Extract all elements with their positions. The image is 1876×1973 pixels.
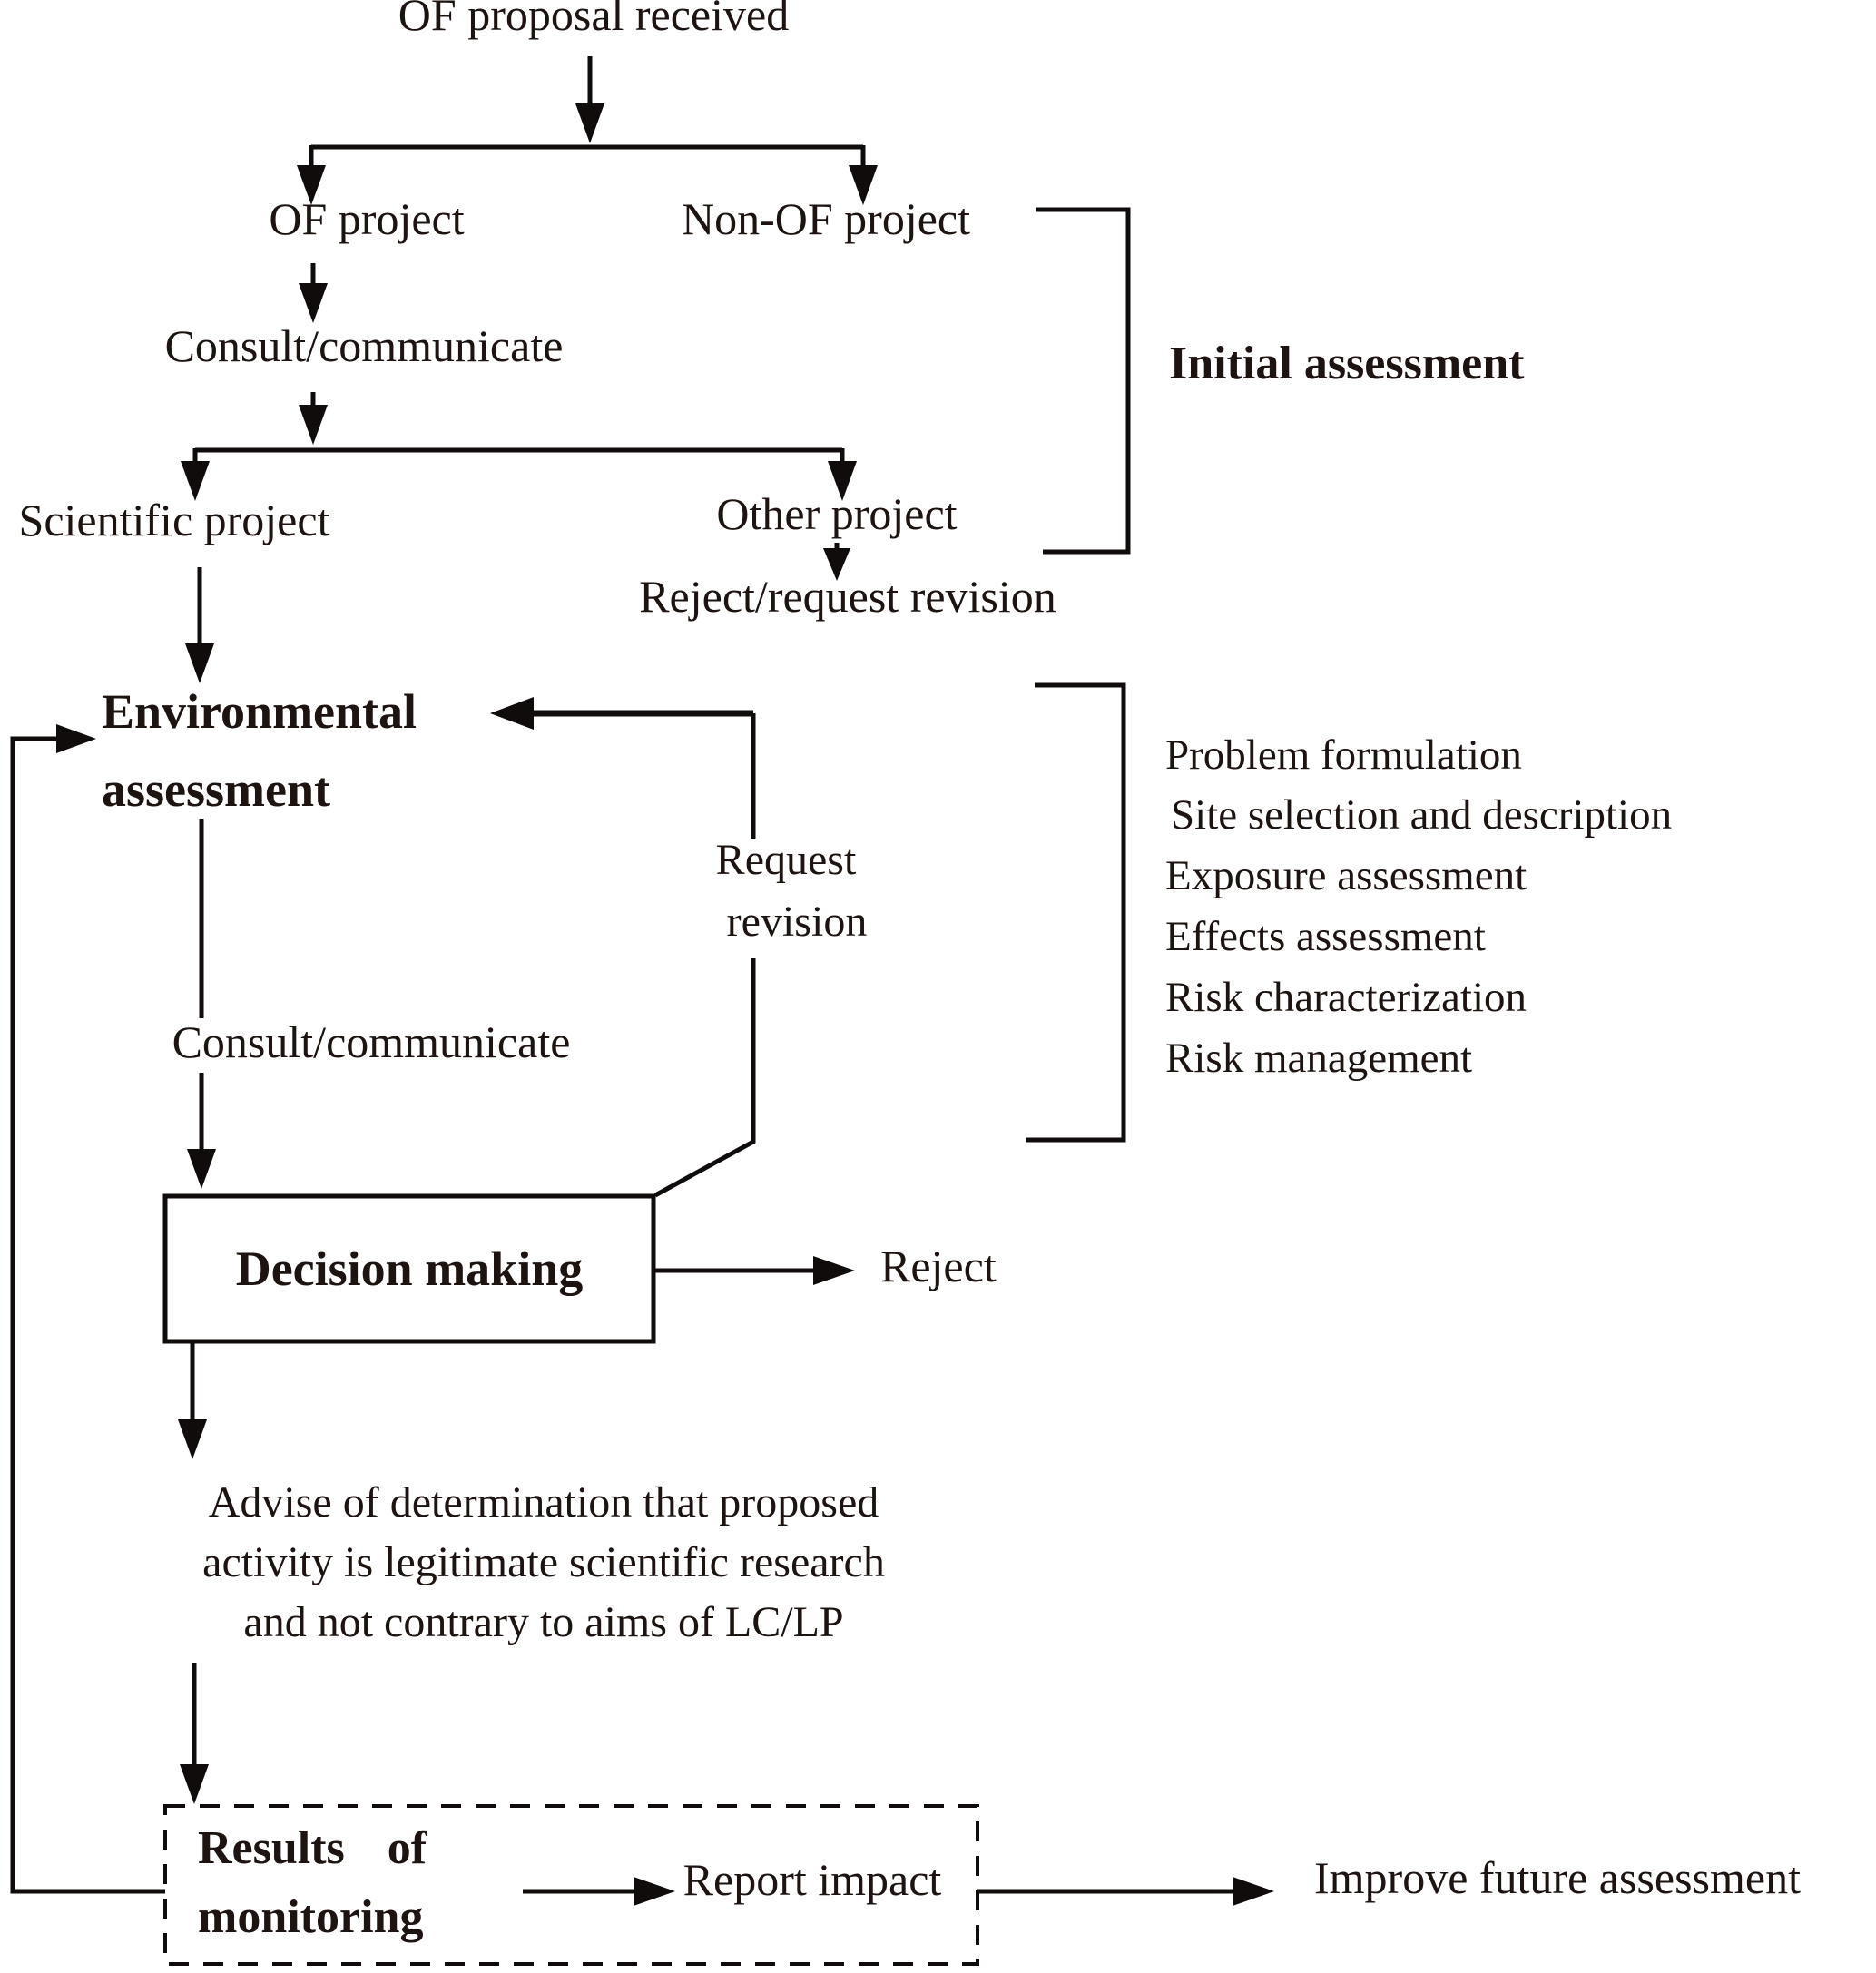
node-reject: Reject [880,1241,997,1291]
node-report-impact: Report impact [683,1854,942,1905]
bracket-assessment-steps [1026,682,1126,1143]
split2-right-arrow-icon [828,461,857,501]
reject-arrow-head-icon [813,1256,855,1285]
request-revision-arrow-icon [490,697,534,730]
advise-down-head-icon [180,1764,209,1804]
node-scientific-project: Scientific project [18,495,330,545]
node-environmental-assessment-line1: Environmental [102,684,417,739]
arrow-ofproject-head-icon [299,283,328,323]
assessment-step-exposure: Exposure assessment [1165,852,1527,899]
node-results-of-monitoring-line2: monitoring [198,1891,424,1943]
bracket-initial-assessment [1036,207,1131,555]
label-request-revision-line2: revision [726,898,868,946]
monitoring-feedback-line [10,736,165,1894]
node-consult-communicate-top: Consult/communicate [164,320,564,371]
decision-down-head-icon [178,1419,207,1459]
node-other-project: Other project [716,488,958,539]
split2-left-arrow-icon [181,461,210,501]
arrow-scientific-head-icon [185,643,214,683]
node-reject-request-revision: Reject/request revision [639,571,1056,622]
node-decision-making: Decision making [235,1242,584,1296]
consult2-arrow-icon [187,1149,216,1189]
node-consult-communicate-mid: Consult/communicate [172,1016,571,1067]
advise-line3: and not contrary to aims of LC/LP [243,1598,844,1646]
report-arrow-head-icon [634,1877,675,1906]
arrow-proposal-head-icon [575,103,604,143]
node-of-proposal-received: OF proposal received [398,0,790,40]
monitoring-feedback-arrow-icon [56,724,96,753]
node-improve-future-assessment: Improve future assessment [1314,1852,1801,1903]
arrow-consult1-head-icon [299,405,328,445]
advise-line1: Advise of determination that proposed [208,1478,879,1526]
assessment-step-risk-management: Risk management [1165,1035,1473,1082]
node-results-of-monitoring-line1: Results of [198,1822,427,1874]
assessment-step-effects: Effects assessment [1165,913,1486,960]
split1-right-arrow-icon [849,165,878,205]
request-revision-lower-line [653,958,756,1198]
advise-line2: activity is legitimate scientific resear… [202,1538,885,1586]
arrow-otherproject-head-icon [823,548,850,581]
split1-left-arrow-icon [297,165,326,205]
node-advise-determination: Advise of determination that proposed ac… [122,1473,966,1653]
assessment-step-risk-characterization: Risk characterization [1165,974,1527,1021]
label-request-revision-line1: Request [715,836,857,884]
improve-arrow-head-icon [1233,1877,1274,1906]
label-initial-assessment: Initial assessment [1169,338,1525,389]
decision-box [162,1193,656,1344]
node-environmental-assessment-line2: assessment [102,762,330,817]
assessment-step-site-selection: Site selection and description [1171,791,1673,839]
node-non-of-project: Non-OF project [682,193,970,244]
assessment-step-problem-formulation: Problem formulation [1165,731,1522,779]
node-of-project: OF project [269,193,465,244]
